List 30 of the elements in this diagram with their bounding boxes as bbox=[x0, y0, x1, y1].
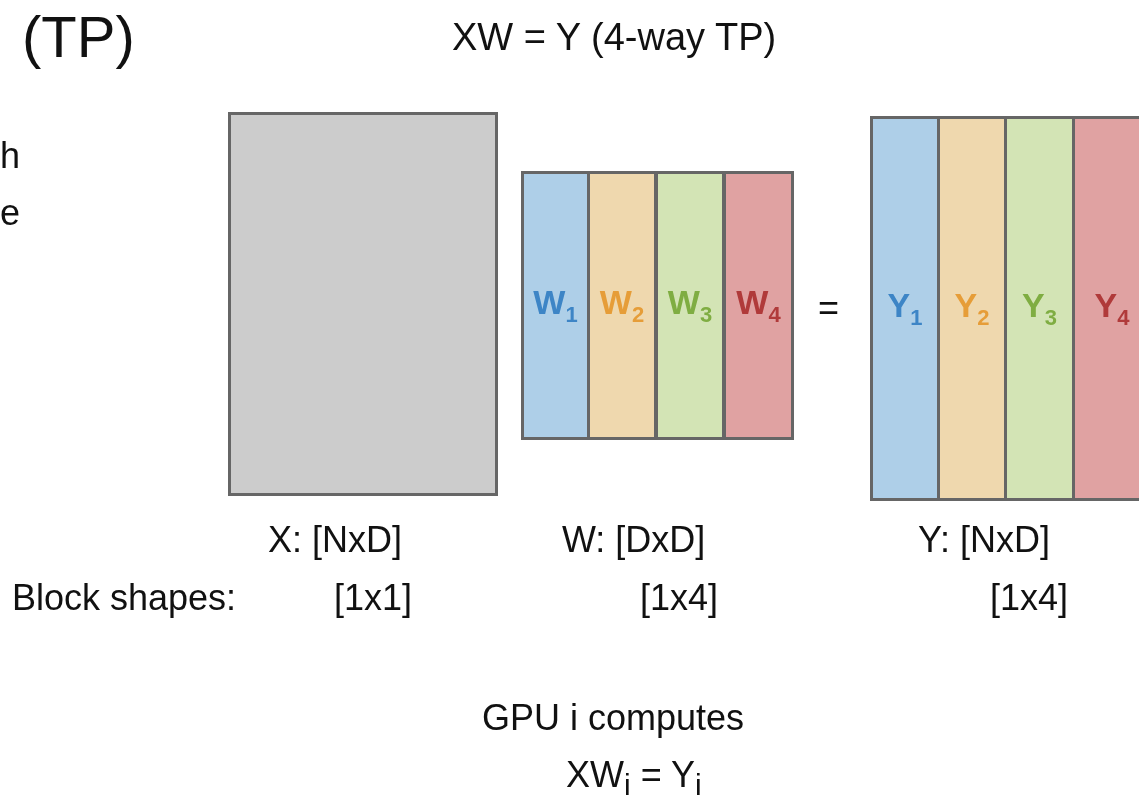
column-label: Y$_{2}$ bbox=[954, 286, 990, 331]
caption-text: GPU i computes bbox=[482, 700, 745, 736]
matrix-column bbox=[870, 116, 940, 501]
row-label: Block shapes: bbox=[12, 580, 237, 616]
column-label: W$_{3}$ bbox=[667, 283, 713, 328]
title: XW = Y (4-way TP) bbox=[452, 18, 777, 56]
dimension-label: W: [DxD] bbox=[562, 522, 706, 558]
matrix-column bbox=[655, 171, 725, 440]
column-label: W$_{2}$ bbox=[599, 283, 645, 328]
equation-text: XW$_{i}$ = Y$_{i}$ bbox=[566, 757, 702, 799]
text-fragment: h bbox=[0, 138, 21, 174]
matrix-column bbox=[521, 171, 590, 440]
text-fragment: e bbox=[0, 195, 21, 231]
matrix-column bbox=[1004, 116, 1075, 501]
column-label: Y$_{3}$ bbox=[1022, 286, 1057, 331]
column-label: W$_{1}$ bbox=[533, 283, 578, 328]
dimension-label: Y: [NxD] bbox=[918, 522, 1051, 558]
matrix-column bbox=[587, 171, 657, 440]
matrix-column bbox=[937, 116, 1007, 501]
column-label: W$_{4}$ bbox=[736, 283, 781, 328]
block-shape-label: [1x4] bbox=[640, 580, 719, 616]
matrix-block bbox=[228, 112, 498, 496]
column-label: Y$_{4}$ bbox=[1094, 286, 1130, 331]
matrix-column bbox=[723, 171, 794, 440]
matrix-column bbox=[1072, 116, 1139, 501]
dimension-label: X: [NxD] bbox=[268, 522, 402, 558]
equals-sign: = bbox=[818, 290, 840, 326]
block-shape-label: [1x1] bbox=[334, 580, 413, 616]
block-shape-label: [1x4] bbox=[990, 580, 1069, 616]
column-label: Y$_{1}$ bbox=[887, 286, 923, 331]
